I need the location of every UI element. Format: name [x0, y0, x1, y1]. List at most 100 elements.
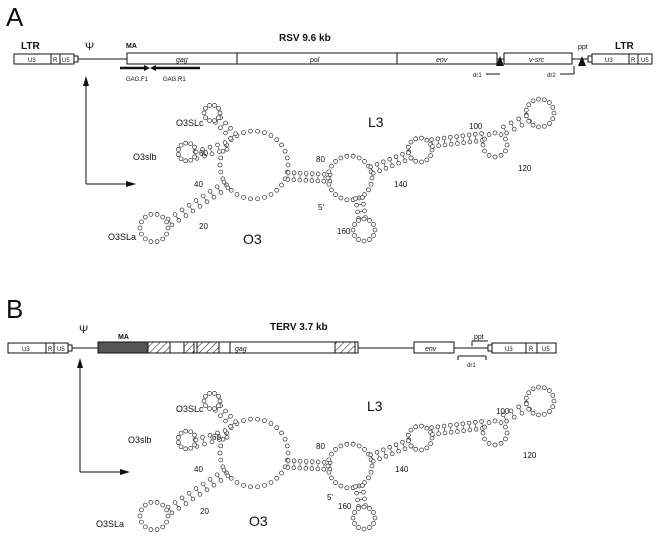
panel-a-primer-r: GAG.R1: [163, 77, 186, 83]
panel-b-gene-env: env: [425, 346, 437, 353]
panel-b-psi: Ψ: [79, 324, 88, 336]
panel-b-n80: 80: [316, 442, 325, 451]
o3-central-loop: [217, 128, 291, 202]
panel-a-right-ltr: U3 R U5: [587, 53, 653, 65]
panel-a-dr2-arrowhead: [578, 56, 586, 66]
panel-a-n140: 140: [394, 180, 408, 189]
panel-a-gene-gag: gag: [176, 57, 188, 64]
panel-b-dr1: dr1: [467, 363, 476, 369]
panel-a-l3: L3: [368, 114, 384, 130]
l3-distal-stem: [429, 131, 485, 149]
panel-a-psi: Ψ: [85, 41, 94, 53]
panel-a-u5-right: U5: [641, 58, 649, 64]
panel-b: B TERV 3.7 kb Ψ ppt U3 R U5 MA gag: [6, 294, 557, 532]
l3-mid-loop: [405, 135, 435, 165]
panel-b-right-ltr: U3 R U5: [487, 342, 557, 354]
panel-a-o3sla: O3SLa: [108, 232, 136, 242]
o3sla-stem: [165, 179, 231, 228]
panel-b-ma: MA: [118, 334, 129, 341]
panel-a-v-src: v-src: [503, 52, 573, 65]
panel-a-gene-v-src: v-src: [529, 57, 545, 64]
panel-a-psi-pointer: [83, 76, 136, 187]
panel-a-primers: GAG.F1 GAG.R1: [120, 65, 200, 83]
panel-b-left-ltr: U3 R U5: [7, 342, 73, 354]
panel-a-n40: 40: [194, 180, 203, 189]
panel-a-n120: 120: [518, 164, 532, 173]
panel-a-rna-structure: [137, 96, 557, 244]
o3sla-stem: [165, 467, 231, 516]
panel-a-ma: MA: [126, 43, 137, 50]
l3-basal-stem: [285, 458, 333, 472]
panel-a-label: A: [6, 2, 24, 32]
panel-a-gene-pol: pol: [309, 57, 320, 64]
panel-a-u3-left: U3: [28, 58, 36, 64]
panel-a-o3: O3: [243, 231, 262, 247]
panel-a-o3slb: O3slb: [133, 152, 157, 162]
panel-a-u5-left: U5: [62, 58, 70, 64]
o3slb-hairpin-loop: [176, 428, 199, 452]
panel-b-u3-right: U3: [505, 347, 513, 353]
panel-a-n80: 80: [316, 155, 325, 164]
panel-a-gene-env: env: [436, 57, 448, 64]
panel-a-dr1: dr1: [473, 73, 482, 79]
panel-a-o3slc: O3SLc: [176, 118, 204, 128]
l3-side-loop: [480, 418, 510, 448]
l3-internal-loop: [325, 441, 375, 491]
o3slc-hairpin-loop: [201, 103, 223, 123]
o3sla-hairpin-loop: [137, 212, 171, 244]
panel-a-n160: 160: [337, 227, 351, 236]
panel-b-genome-title: TERV 3.7 kb: [270, 322, 328, 333]
panel-b-n140: 140: [395, 465, 409, 474]
panel-b-u5-left: U5: [57, 347, 65, 353]
panel-b-r-right: R: [529, 347, 534, 353]
l3-internal-loop: [325, 153, 375, 203]
l3-side-loop: [480, 130, 510, 160]
panel-a-left-ltr: U3 R U5: [13, 53, 79, 65]
o3sla-hairpin-loop: [137, 500, 171, 532]
loop-160: [350, 504, 378, 532]
panel-a-ltr-right: LTR: [615, 41, 634, 52]
o3-central-loop: [217, 416, 291, 490]
panel-a-dr2: dr2: [547, 73, 556, 79]
o3slb-hairpin-loop: [176, 140, 199, 164]
panel-b-u3-left: U3: [22, 347, 30, 353]
panel-a-n20: 20: [199, 222, 208, 231]
panel-b-label: B: [6, 294, 23, 324]
panel-a-ppt: ppt: [578, 44, 588, 51]
panel-b-o3slc: O3SLc: [176, 404, 204, 414]
panel-a: A RSV 9.6 kb LTR LTR Ψ ppt MA U3 R U5 ga…: [6, 2, 653, 247]
l3-apical-loop: [523, 96, 557, 130]
panel-a-genome-title: RSV 9.6 kb: [279, 33, 331, 44]
panel-b-5prime: 5': [327, 493, 333, 502]
panel-a-primer-f: GAG.F1: [126, 77, 149, 83]
panel-b-gag-region: MA gag: [97, 334, 359, 354]
panel-a-r-right: R: [631, 58, 636, 64]
panel-a-ltr-left: LTR: [21, 41, 40, 52]
panel-a-n100: 100: [469, 122, 483, 131]
panel-a-dr1-arrowhead: [496, 56, 504, 66]
o3slb-stem: [192, 428, 230, 449]
panel-b-u5-right: U5: [542, 347, 550, 353]
o3slc-hairpin-loop: [201, 391, 223, 411]
panel-a-5prime: 5': [318, 203, 324, 212]
panel-b-n100: 100: [496, 407, 510, 416]
panel-b-n120: 120: [523, 451, 537, 460]
l3-distal-stem: [429, 419, 485, 437]
l3-apical-loop: [523, 384, 557, 418]
panel-b-ppt: ppt: [474, 334, 484, 341]
panel-b-n160: 160: [338, 502, 352, 511]
panel-b-o3: O3: [249, 513, 268, 529]
panel-a-coding-region: gag pol env: [126, 52, 498, 65]
panel-b-r-left: R: [48, 347, 53, 353]
l3-basal-stem: [285, 170, 333, 184]
loop-160: [350, 216, 378, 244]
panel-b-o3slb: O3slb: [128, 435, 152, 445]
panel-b-o3sla: O3SLa: [96, 519, 124, 529]
panel-b-gene-gag: gag: [235, 346, 247, 353]
panel-a-u3-right: U3: [605, 58, 613, 64]
panel-a-n60: 60: [199, 149, 208, 158]
panel-b-n60: 60: [212, 433, 221, 442]
panel-a-r-left: R: [53, 58, 58, 64]
panel-b-env: env: [413, 341, 455, 354]
